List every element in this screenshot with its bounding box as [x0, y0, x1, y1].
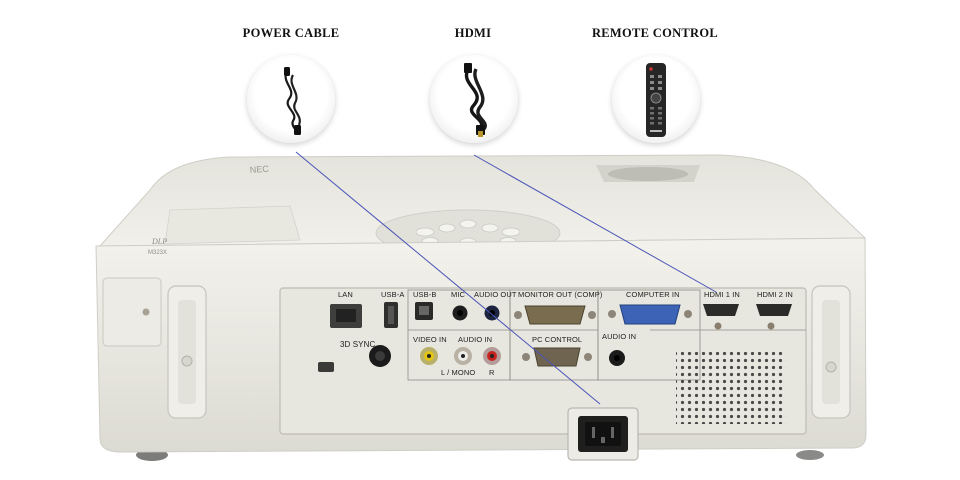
- svg-text:M323X: M323X: [148, 250, 167, 256]
- port-label-audio-in: AUDIO IN: [458, 335, 493, 344]
- port-label-3d-sync: 3D SYNC: [340, 340, 376, 349]
- port-label-mic: MIC: [451, 290, 466, 299]
- svg-text:NEC: NEC: [249, 164, 269, 175]
- power-cable-icon: [247, 55, 335, 143]
- svg-text:DLP: DLP: [151, 237, 167, 246]
- accessory-label-hdmi: HDMI: [454, 26, 492, 40]
- port-label-audio-out: AUDIO OUT: [474, 290, 517, 299]
- hdmi-cable-icon: [430, 55, 518, 143]
- port-label-video-in: VIDEO IN: [413, 335, 447, 344]
- port-label-hdmi-2: HDMI 2 IN: [757, 290, 793, 299]
- accessory-label-remote-control: REMOTE CONTROL: [591, 26, 719, 40]
- accessory-label-power-cable: POWER CABLE: [242, 26, 340, 40]
- right-foot: [796, 450, 824, 460]
- port-label-usb-a: USB-A: [381, 290, 405, 299]
- port-label-monitor-out: MONITOR OUT (COMP): [518, 290, 603, 299]
- port-label-lan: LAN: [338, 290, 353, 299]
- port-label-r: R: [489, 368, 495, 377]
- port-label-audio-in-2: AUDIO IN: [602, 332, 637, 341]
- port-label-pc-control: PC CONTROL: [532, 335, 583, 344]
- port-label-hdmi-1: HDMI 1 IN: [704, 290, 740, 299]
- remote-control-icon: [612, 55, 700, 143]
- port-label-usb-b: USB-B: [413, 290, 437, 299]
- port-label-l-mono: L / MONO: [441, 368, 476, 377]
- port-label-computer-in: COMPUTER IN: [626, 290, 680, 299]
